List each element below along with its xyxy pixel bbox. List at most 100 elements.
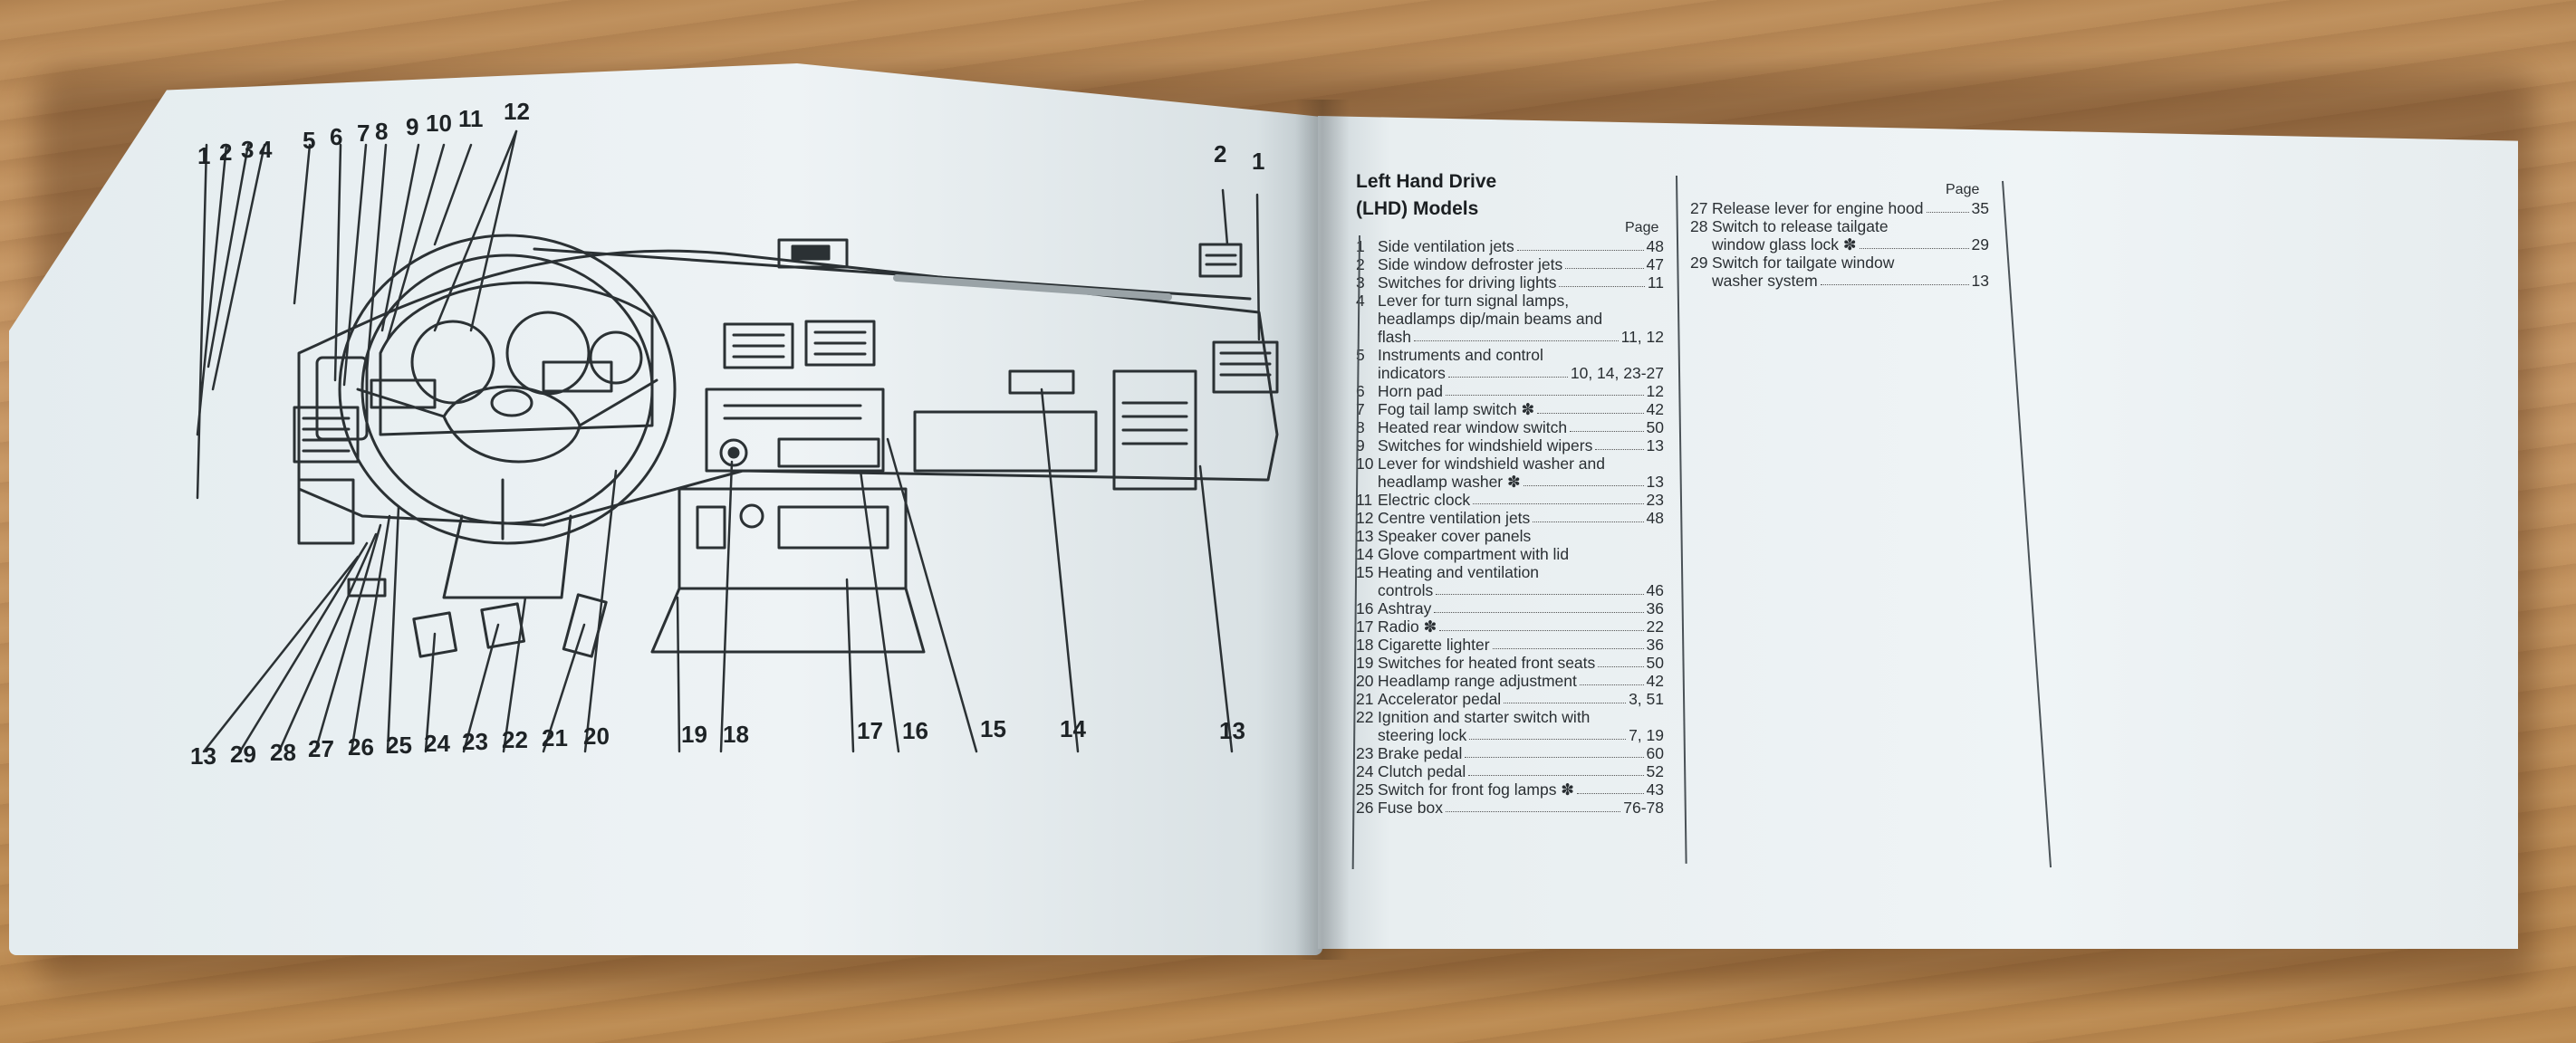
- legend-item-number: 27: [1690, 199, 1708, 217]
- legend-item-page: 13: [1646, 473, 1664, 491]
- callout-1: 1: [197, 142, 211, 169]
- dot-leader: [1559, 273, 1645, 287]
- dot-leader: [1820, 272, 1969, 285]
- legend-item-text: Lever for turn signal lamps,: [1378, 292, 1570, 310]
- callout-26: 26: [348, 733, 374, 761]
- legend-item-text: steering lock: [1378, 726, 1467, 744]
- windshield-base-line: [533, 247, 1252, 301]
- legend-item-page: 47: [1646, 255, 1664, 273]
- legend-item-number: 15: [1356, 563, 1374, 581]
- dot-leader: [1523, 473, 1644, 486]
- right-page: [1318, 116, 2518, 949]
- callout-14: 14: [1060, 715, 1086, 742]
- legend-item-text: Heated rear window switch: [1378, 418, 1568, 436]
- legend-item-text: Ashtray: [1378, 599, 1432, 617]
- dot-leader: [1434, 599, 1644, 613]
- legend-item-number: 21: [1356, 690, 1374, 708]
- legend-item-number: 19: [1356, 654, 1374, 672]
- legend-item: 2 Side window defroster jets 47: [1356, 255, 1664, 273]
- legend-item-number: 3: [1356, 273, 1365, 292]
- dot-leader: [1413, 328, 1619, 341]
- callout-17: 17: [857, 717, 883, 744]
- legend-item-page: 11, 12: [1620, 328, 1664, 346]
- dot-leader: [1576, 780, 1644, 794]
- legend-item-number: 18: [1356, 636, 1374, 654]
- legend-item-page: 36: [1646, 599, 1664, 617]
- legend-item-page: 42: [1646, 400, 1664, 418]
- dot-leader: [1598, 654, 1644, 667]
- dot-leader: [1533, 509, 1644, 522]
- speedometer-gauge: [410, 320, 495, 405]
- callout-11: 11: [458, 105, 484, 132]
- legend-item-text: Heating and ventilation: [1378, 563, 1540, 581]
- legend-item-number: 14: [1356, 545, 1374, 563]
- legend-item-number: 11: [1356, 491, 1373, 509]
- dashboard-diagram: [196, 129, 1279, 753]
- legend-item-text: Fuse box: [1378, 799, 1443, 817]
- dot-leader: [1447, 364, 1568, 378]
- legend-item-number: 2: [1356, 255, 1365, 273]
- callout-16: 16: [902, 717, 928, 744]
- legend-item-number: [1690, 235, 1712, 254]
- legend-item-page: 46: [1646, 581, 1664, 599]
- legend-item-text: Cigarette lighter: [1378, 636, 1490, 654]
- callout-13: 13: [190, 742, 216, 770]
- legend-item-text: Glove compartment with lid: [1378, 545, 1570, 563]
- callout-2: 2: [219, 139, 233, 166]
- callout-7: 7: [357, 120, 370, 147]
- legend-item-page: 35: [1971, 199, 1989, 217]
- legend-item-number: 5: [1356, 346, 1365, 364]
- callout-5: 5: [303, 127, 316, 154]
- legend-item-text: Switches for windshield wipers: [1378, 436, 1593, 455]
- legend-item-page: 13: [1971, 272, 1989, 290]
- callout-20: 20: [583, 722, 610, 750]
- page-column-header: Page: [1625, 220, 1659, 235]
- legend-item-text: Brake pedal: [1378, 744, 1463, 762]
- legend-item-text: Lever for windshield washer and: [1378, 455, 1605, 473]
- legend-item-page: 52: [1646, 762, 1664, 780]
- legend-item-number: 12: [1356, 509, 1374, 527]
- legend-item-number: 17: [1356, 617, 1374, 636]
- legend-item-text: Centre ventilation jets: [1378, 509, 1531, 527]
- radio-unit: [678, 487, 908, 590]
- legend-item-text: Side window defroster jets: [1378, 255, 1563, 273]
- legend-item-page: 12: [1646, 382, 1664, 400]
- legend-item-text: Fog tail lamp switch ✽: [1378, 400, 1535, 418]
- callout-18: 18: [723, 721, 749, 748]
- callout-10: 10: [426, 110, 452, 137]
- electric-clock: [777, 238, 849, 269]
- callout-8: 8: [375, 118, 389, 145]
- callout-19: 19: [681, 721, 707, 748]
- legend-item-number: [1356, 473, 1378, 491]
- legend-title: Left Hand Drive (LHD) Models: [1356, 168, 1591, 223]
- callout-22: 22: [502, 726, 528, 753]
- dot-leader: [1595, 436, 1644, 450]
- callout-24: 24: [424, 730, 450, 757]
- legend-item-page: 76-78: [1623, 799, 1664, 817]
- dot-leader: [1465, 744, 1644, 758]
- dot-leader: [1516, 237, 1644, 251]
- dot-leader: [1565, 255, 1644, 269]
- dot-leader: [1504, 690, 1627, 703]
- legend-item-page: 10, 14, 23-27: [1570, 364, 1664, 382]
- legend-item-page: 13: [1646, 436, 1664, 455]
- legend-item-text: Electric clock: [1378, 491, 1471, 509]
- left-page: [9, 63, 1322, 955]
- dot-leader: [1537, 400, 1644, 414]
- dot-leader: [1439, 617, 1644, 631]
- callout-3: 3: [241, 136, 255, 163]
- legend-item-number: 10: [1356, 455, 1374, 473]
- legend-item-text: headlamp washer ✽: [1378, 473, 1521, 491]
- legend-item-page: 60: [1646, 744, 1664, 762]
- legend-item-number: 23: [1356, 744, 1374, 762]
